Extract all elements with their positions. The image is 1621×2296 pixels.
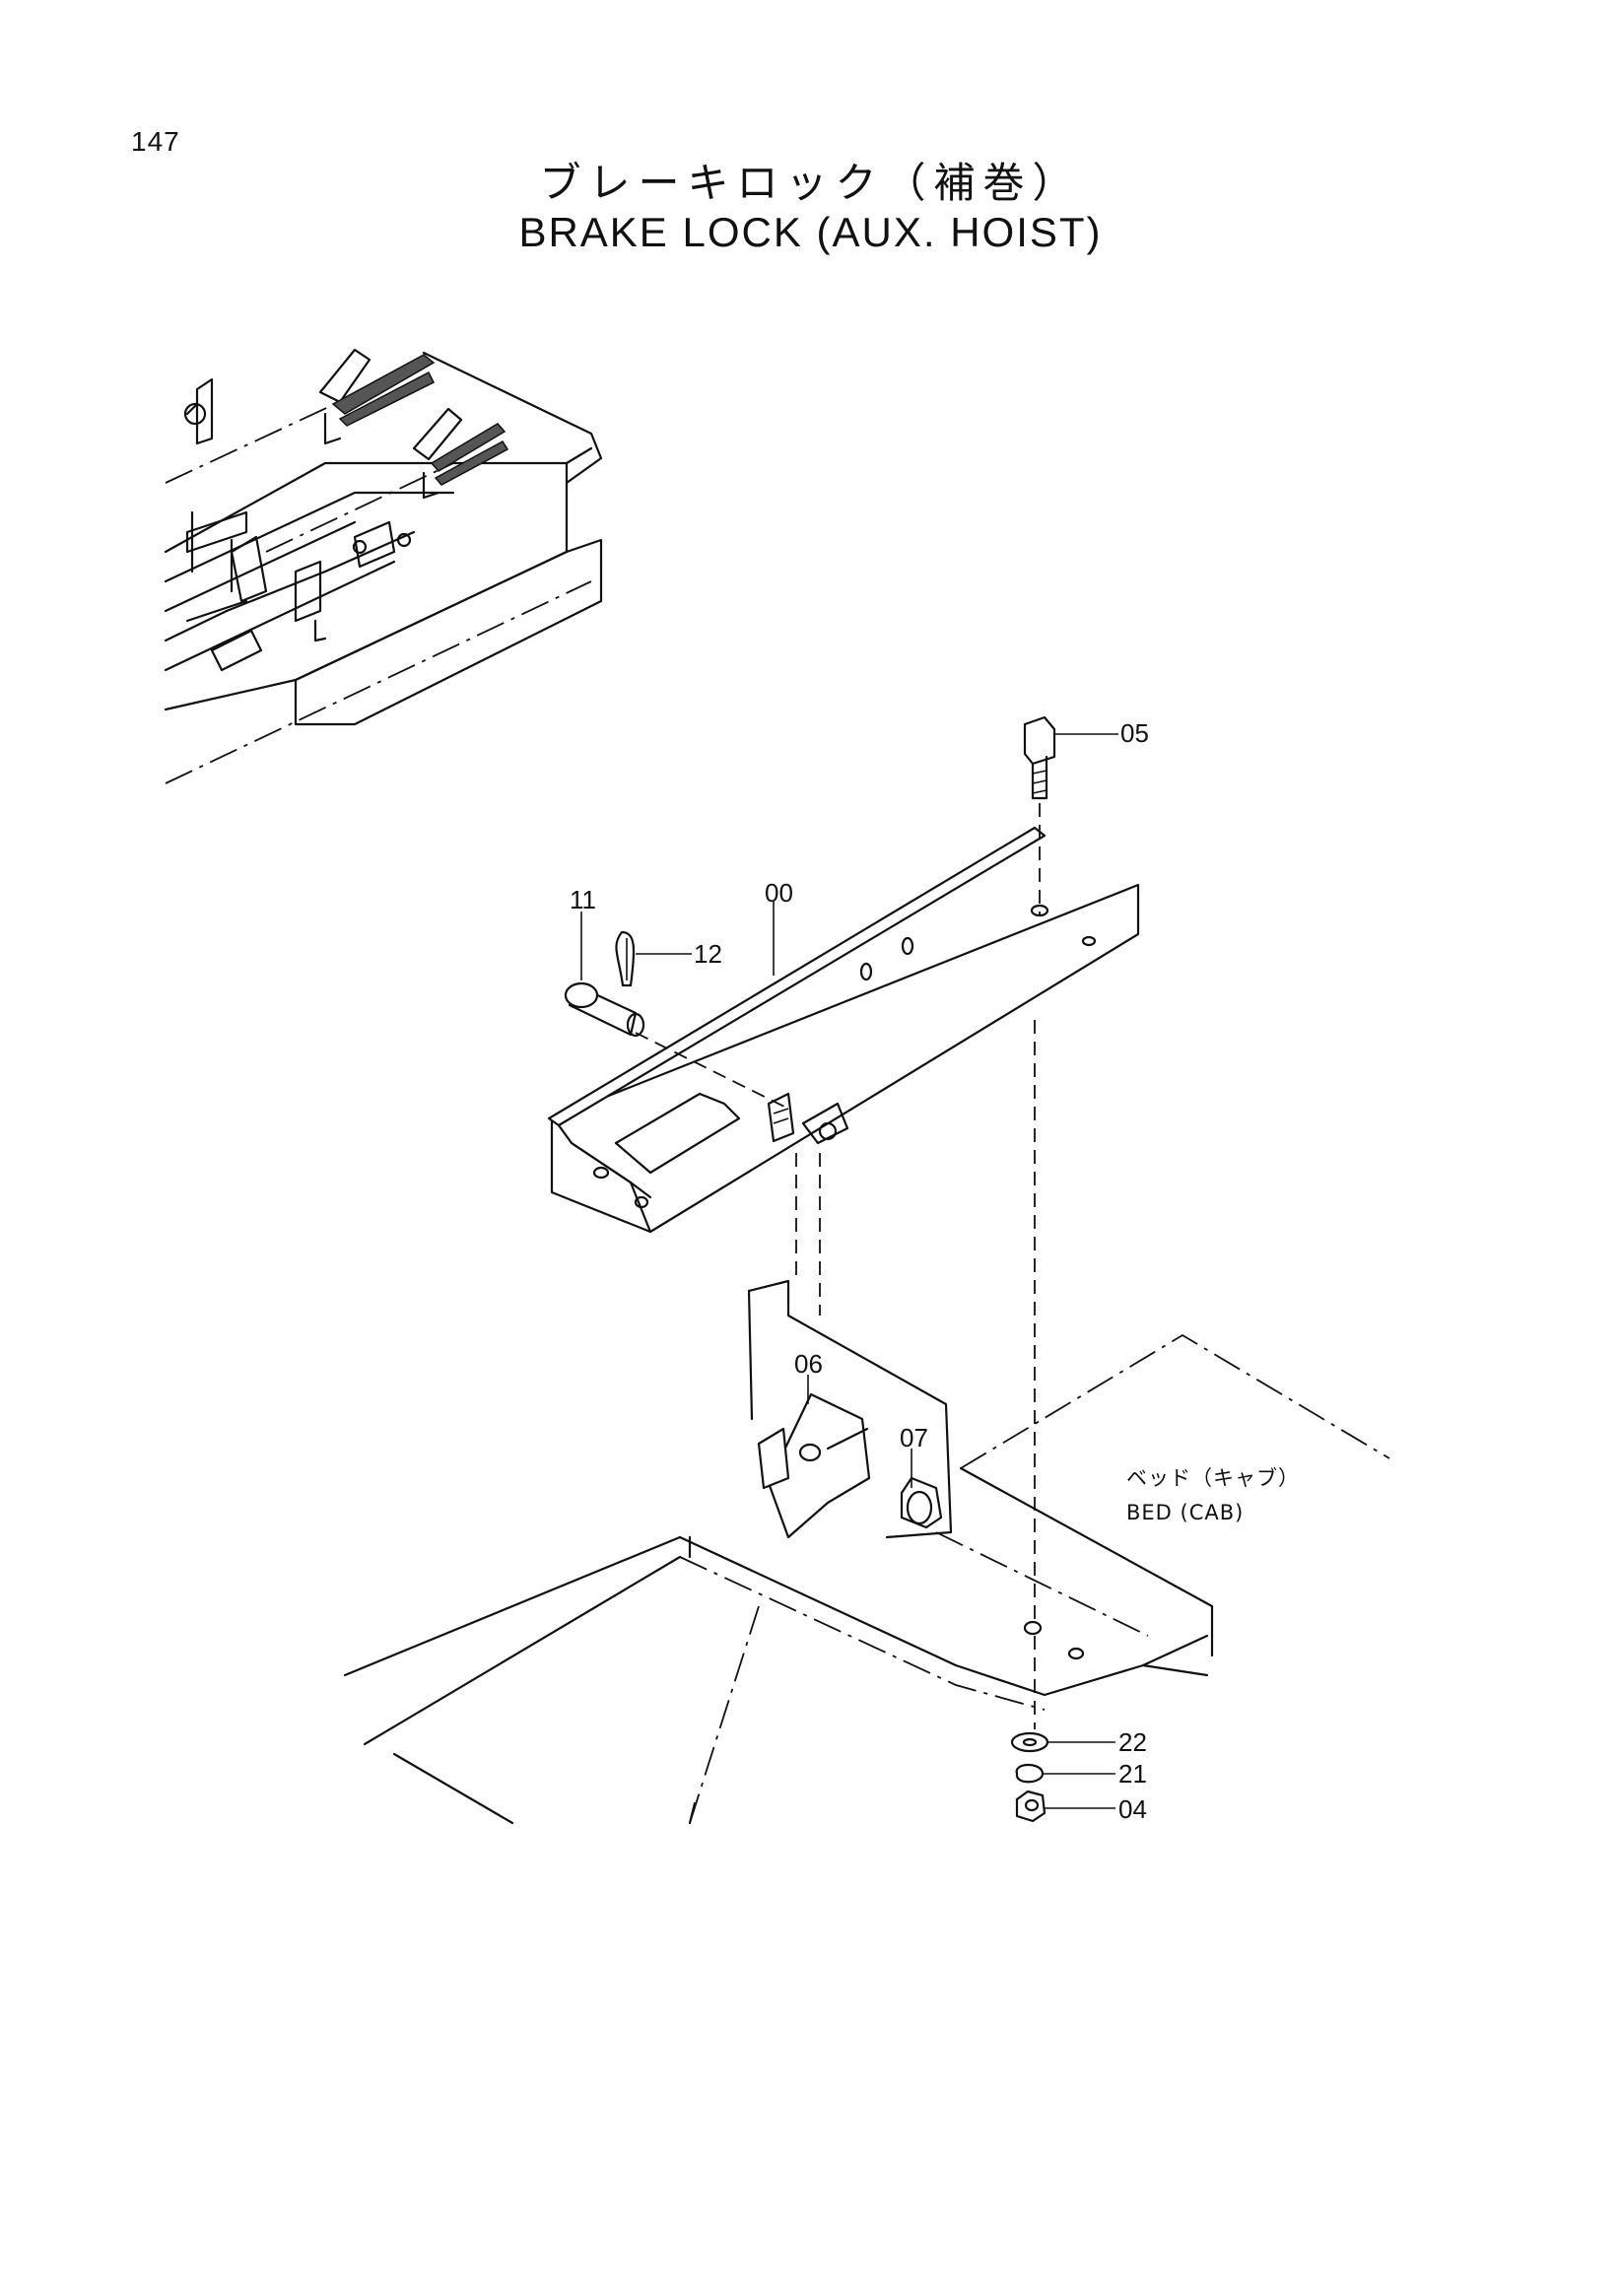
bolt-05	[1023, 715, 1056, 916]
title-japanese: ブレーキロック（補巻）	[539, 159, 1082, 207]
callout-00: 00	[765, 878, 793, 908]
leader-lines	[580, 733, 1118, 1809]
page-number: 147	[131, 126, 180, 157]
callout-07: 07	[900, 1423, 928, 1452]
bracket-channel	[547, 826, 1140, 1234]
callout-12: 12	[694, 939, 722, 969]
callout-11: 11	[570, 885, 596, 914]
callout-04: 04	[1118, 1794, 1147, 1824]
bed-label-english: BED (CAB)	[1126, 1501, 1244, 1524]
callout-22: 22	[1118, 1727, 1147, 1757]
callout-06: 06	[794, 1349, 823, 1379]
fasteners-bottom	[1010, 1731, 1049, 1823]
pin-and-cotter	[564, 930, 789, 1110]
bed-label-japanese: ベッド（キャブ）	[1126, 1466, 1300, 1490]
callout-21: 21	[1118, 1759, 1147, 1789]
lock-plate-assembly	[747, 1153, 953, 1539]
title-english: BRAKE LOCK (AUX. HOIST)	[518, 209, 1103, 255]
cab-overview-inset	[164, 348, 603, 784]
callout-05: 05	[1120, 718, 1149, 748]
bed-plate	[343, 1020, 1390, 1825]
